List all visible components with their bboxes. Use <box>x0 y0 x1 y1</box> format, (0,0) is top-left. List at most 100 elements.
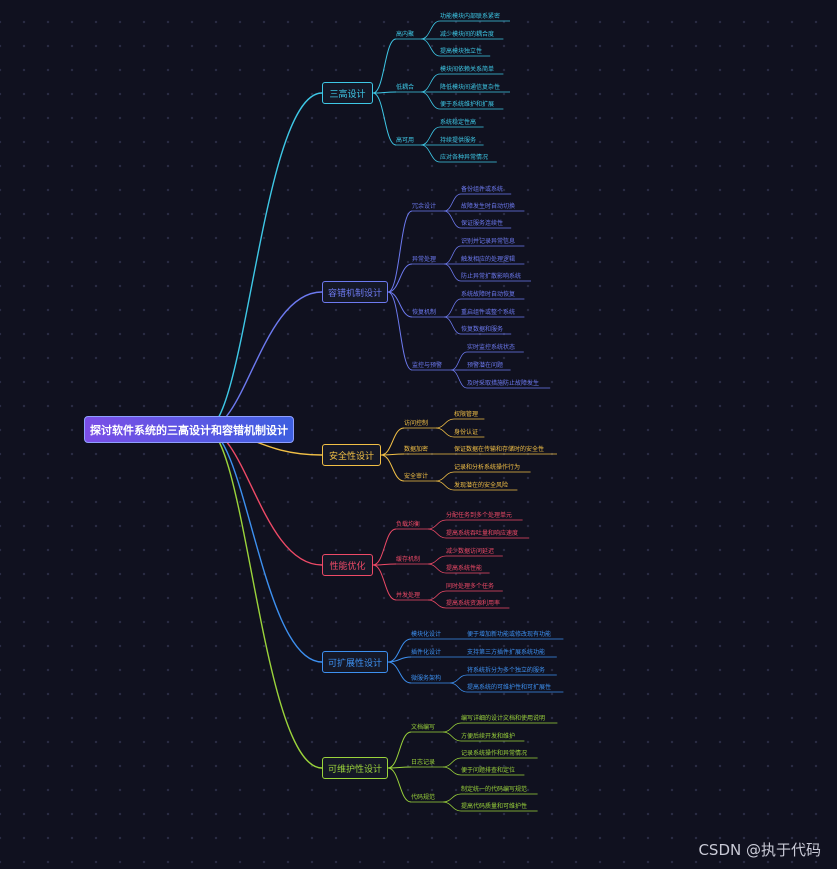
connector <box>427 528 447 539</box>
leaf-topic[interactable]: 恢复数据和服务 <box>461 326 504 333</box>
subtopic-label[interactable]: 缓存机制 <box>396 556 421 563</box>
leaf-topic[interactable]: 便于增加新功能或修改现有功能 <box>467 631 552 638</box>
leaf-topic[interactable]: 提高代码质量和可维护性 <box>461 803 528 810</box>
connector <box>205 428 323 769</box>
leaf-topic[interactable]: 将系统拆分为多个独立的服务 <box>467 667 546 674</box>
connector <box>442 757 462 768</box>
subtopic-label[interactable]: 低耦合 <box>396 84 415 91</box>
subtopic-label[interactable]: 高内聚 <box>396 31 415 38</box>
leaf-topic[interactable]: 提高系统的可维护性和可扩展性 <box>467 684 552 691</box>
subtopic-label[interactable]: 模块化设计 <box>411 631 442 638</box>
watermark: CSDN @执于代码 <box>698 841 821 859</box>
subtopic-label[interactable]: 日志记录 <box>411 759 436 766</box>
leaf-topic[interactable]: 功能模块内部联系紧密 <box>440 13 501 20</box>
connector <box>420 126 441 146</box>
connector <box>443 316 462 335</box>
leaf-topic[interactable]: 提高模块独立性 <box>440 48 483 55</box>
leaf-topic[interactable]: 记录系统操作和异常情况 <box>461 750 528 757</box>
subtopic-label[interactable]: 文档编写 <box>411 724 436 731</box>
connector <box>372 38 397 94</box>
leaf-topic[interactable]: 权限管理 <box>454 411 479 418</box>
branch-topic[interactable]: 三高设计 <box>322 82 373 104</box>
connector <box>435 471 455 482</box>
subtopic-label[interactable]: 安全审计 <box>404 473 429 480</box>
leaf-topic[interactable]: 及时采取措施防止故障发生 <box>467 380 540 387</box>
connector <box>442 793 462 803</box>
connector <box>380 454 405 482</box>
connector <box>427 590 447 601</box>
branch-topic[interactable]: 可维护性设计 <box>322 757 388 779</box>
leaf-topic[interactable]: 身份认证 <box>454 429 479 436</box>
leaf-topic[interactable]: 支持第三方插件扩展系统功能 <box>467 649 546 656</box>
subtopic-label[interactable]: 冗余设计 <box>412 203 437 210</box>
connector <box>387 291 413 318</box>
connector <box>387 263 413 293</box>
connector <box>442 731 462 742</box>
subtopic-label[interactable]: 插件化设计 <box>411 649 442 656</box>
connector <box>420 20 441 40</box>
leaf-topic[interactable]: 便于问题排查和定位 <box>461 767 516 774</box>
connector <box>387 766 412 769</box>
leaf-topic[interactable]: 发现潜在的安全风险 <box>454 482 509 489</box>
leaf-topic[interactable]: 触发相应的处理逻辑 <box>461 256 516 263</box>
subtopic-label[interactable]: 异常处理 <box>412 256 437 263</box>
connector <box>435 427 455 438</box>
leaf-topic[interactable]: 备份组件或系统 <box>461 186 504 193</box>
branch-topic[interactable]: 容错机制设计 <box>322 281 388 303</box>
subtopic-label[interactable]: 微服务架构 <box>411 675 442 682</box>
leaf-topic[interactable]: 同时处理多个任务 <box>446 583 495 590</box>
leaf-topic[interactable]: 应对各种异常情况 <box>440 154 489 161</box>
leaf-topic[interactable]: 提高系统性能 <box>446 565 483 572</box>
subtopic-label[interactable]: 负载均衡 <box>396 521 421 528</box>
leaf-topic[interactable]: 提高系统资源利用率 <box>446 600 501 607</box>
leaf-topic[interactable]: 方便后续开发和维护 <box>461 733 516 740</box>
leaf-topic[interactable]: 故障发生时自动切换 <box>461 203 516 210</box>
root-topic[interactable]: 探讨软件系统的三高设计和容错机制设计 <box>84 416 294 443</box>
connector <box>387 767 412 803</box>
branch-topic[interactable]: 安全性设计 <box>322 444 381 466</box>
connector <box>372 563 397 566</box>
branch-topic[interactable]: 性能优化 <box>322 554 373 576</box>
connector <box>205 92 323 430</box>
leaf-topic[interactable]: 分配任务到多个处理单元 <box>446 512 513 519</box>
leaf-topic[interactable]: 预警潜在问题 <box>467 362 504 369</box>
leaf-topic[interactable]: 保证服务连续性 <box>461 220 504 227</box>
leaf-topic[interactable]: 减少数据访问延迟 <box>446 548 495 555</box>
leaf-topic[interactable]: 提高系统吞吐量和响应速度 <box>446 530 519 537</box>
subtopic-label[interactable]: 恢复机制 <box>412 309 437 316</box>
leaf-topic[interactable]: 制定统一的代码编写规范 <box>461 786 528 793</box>
subtopic-label[interactable]: 高可用 <box>396 137 415 144</box>
leaf-topic[interactable]: 减少模块间的耦合度 <box>440 31 495 38</box>
connector <box>372 528 397 566</box>
leaf-topic[interactable]: 保证数据在传输和存储时的安全性 <box>454 446 545 453</box>
leaf-topic[interactable]: 重启组件或整个系统 <box>461 309 516 316</box>
connector <box>387 210 413 293</box>
branch-topic[interactable]: 可扩展性设计 <box>322 651 388 673</box>
subtopic-label[interactable]: 并发处理 <box>396 592 421 599</box>
leaf-topic[interactable]: 持续提供服务 <box>440 137 477 144</box>
connector <box>435 418 455 429</box>
subtopic-label[interactable]: 监控与预警 <box>412 362 443 369</box>
leaf-topic[interactable]: 系统稳定性高 <box>440 119 477 126</box>
leaf-topic[interactable]: 模块间依赖关系简单 <box>440 66 495 73</box>
leaf-topic[interactable]: 便于系统维护和扩展 <box>440 101 495 108</box>
connector <box>205 291 323 430</box>
subtopic-label[interactable]: 数据加密 <box>404 446 429 453</box>
connector <box>443 193 462 212</box>
subtopic-label[interactable]: 访问控制 <box>404 420 429 427</box>
leaf-topic[interactable]: 实时监控系统状态 <box>467 344 516 351</box>
subtopic-label[interactable]: 代码规范 <box>411 794 436 801</box>
connector <box>387 638 412 663</box>
connector <box>387 661 412 684</box>
connector <box>387 731 412 769</box>
connector <box>372 92 397 146</box>
leaf-topic[interactable]: 防止异常扩散影响系统 <box>461 273 522 280</box>
leaf-topic[interactable]: 降低模块间通信复杂性 <box>440 84 501 91</box>
leaf-topic[interactable]: 记录和分析系统操作行为 <box>454 464 521 471</box>
leaf-topic[interactable]: 识别并记录异常信息 <box>461 238 516 245</box>
connector <box>427 555 447 565</box>
leaf-topic[interactable]: 编写详细的设计文档和使用说明 <box>461 715 546 722</box>
leaf-topic[interactable]: 系统故障时自动恢复 <box>461 291 516 298</box>
connector <box>450 369 468 389</box>
connector <box>442 722 462 733</box>
